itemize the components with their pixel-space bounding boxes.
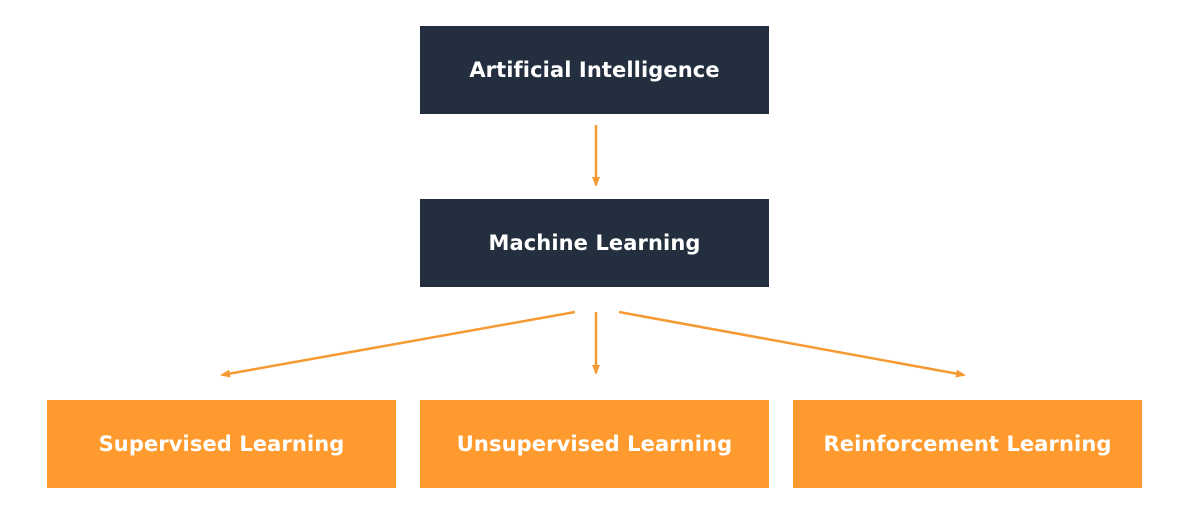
node-label-machine-learning: Machine Learning	[488, 231, 701, 255]
node-machine-learning: Machine Learning	[420, 199, 769, 287]
arrow-ml-to-reinforcement	[618, 310, 966, 378]
node-label-unsupervised-learning: Unsupervised Learning	[456, 432, 733, 456]
arrow-ml-to-supervised	[220, 310, 576, 378]
node-label-artificial-intelligence: Artificial Intelligence	[469, 58, 720, 82]
node-label-reinforcement-learning: Reinforcement Learning	[823, 432, 1112, 456]
node-label-supervised-learning: Supervised Learning	[98, 432, 345, 456]
node-artificial-intelligence: Artificial Intelligence	[420, 26, 769, 114]
node-supervised-learning: Supervised Learning	[47, 400, 396, 488]
node-reinforcement-learning: Reinforcement Learning	[793, 400, 1142, 488]
node-unsupervised-learning: Unsupervised Learning	[420, 400, 769, 488]
